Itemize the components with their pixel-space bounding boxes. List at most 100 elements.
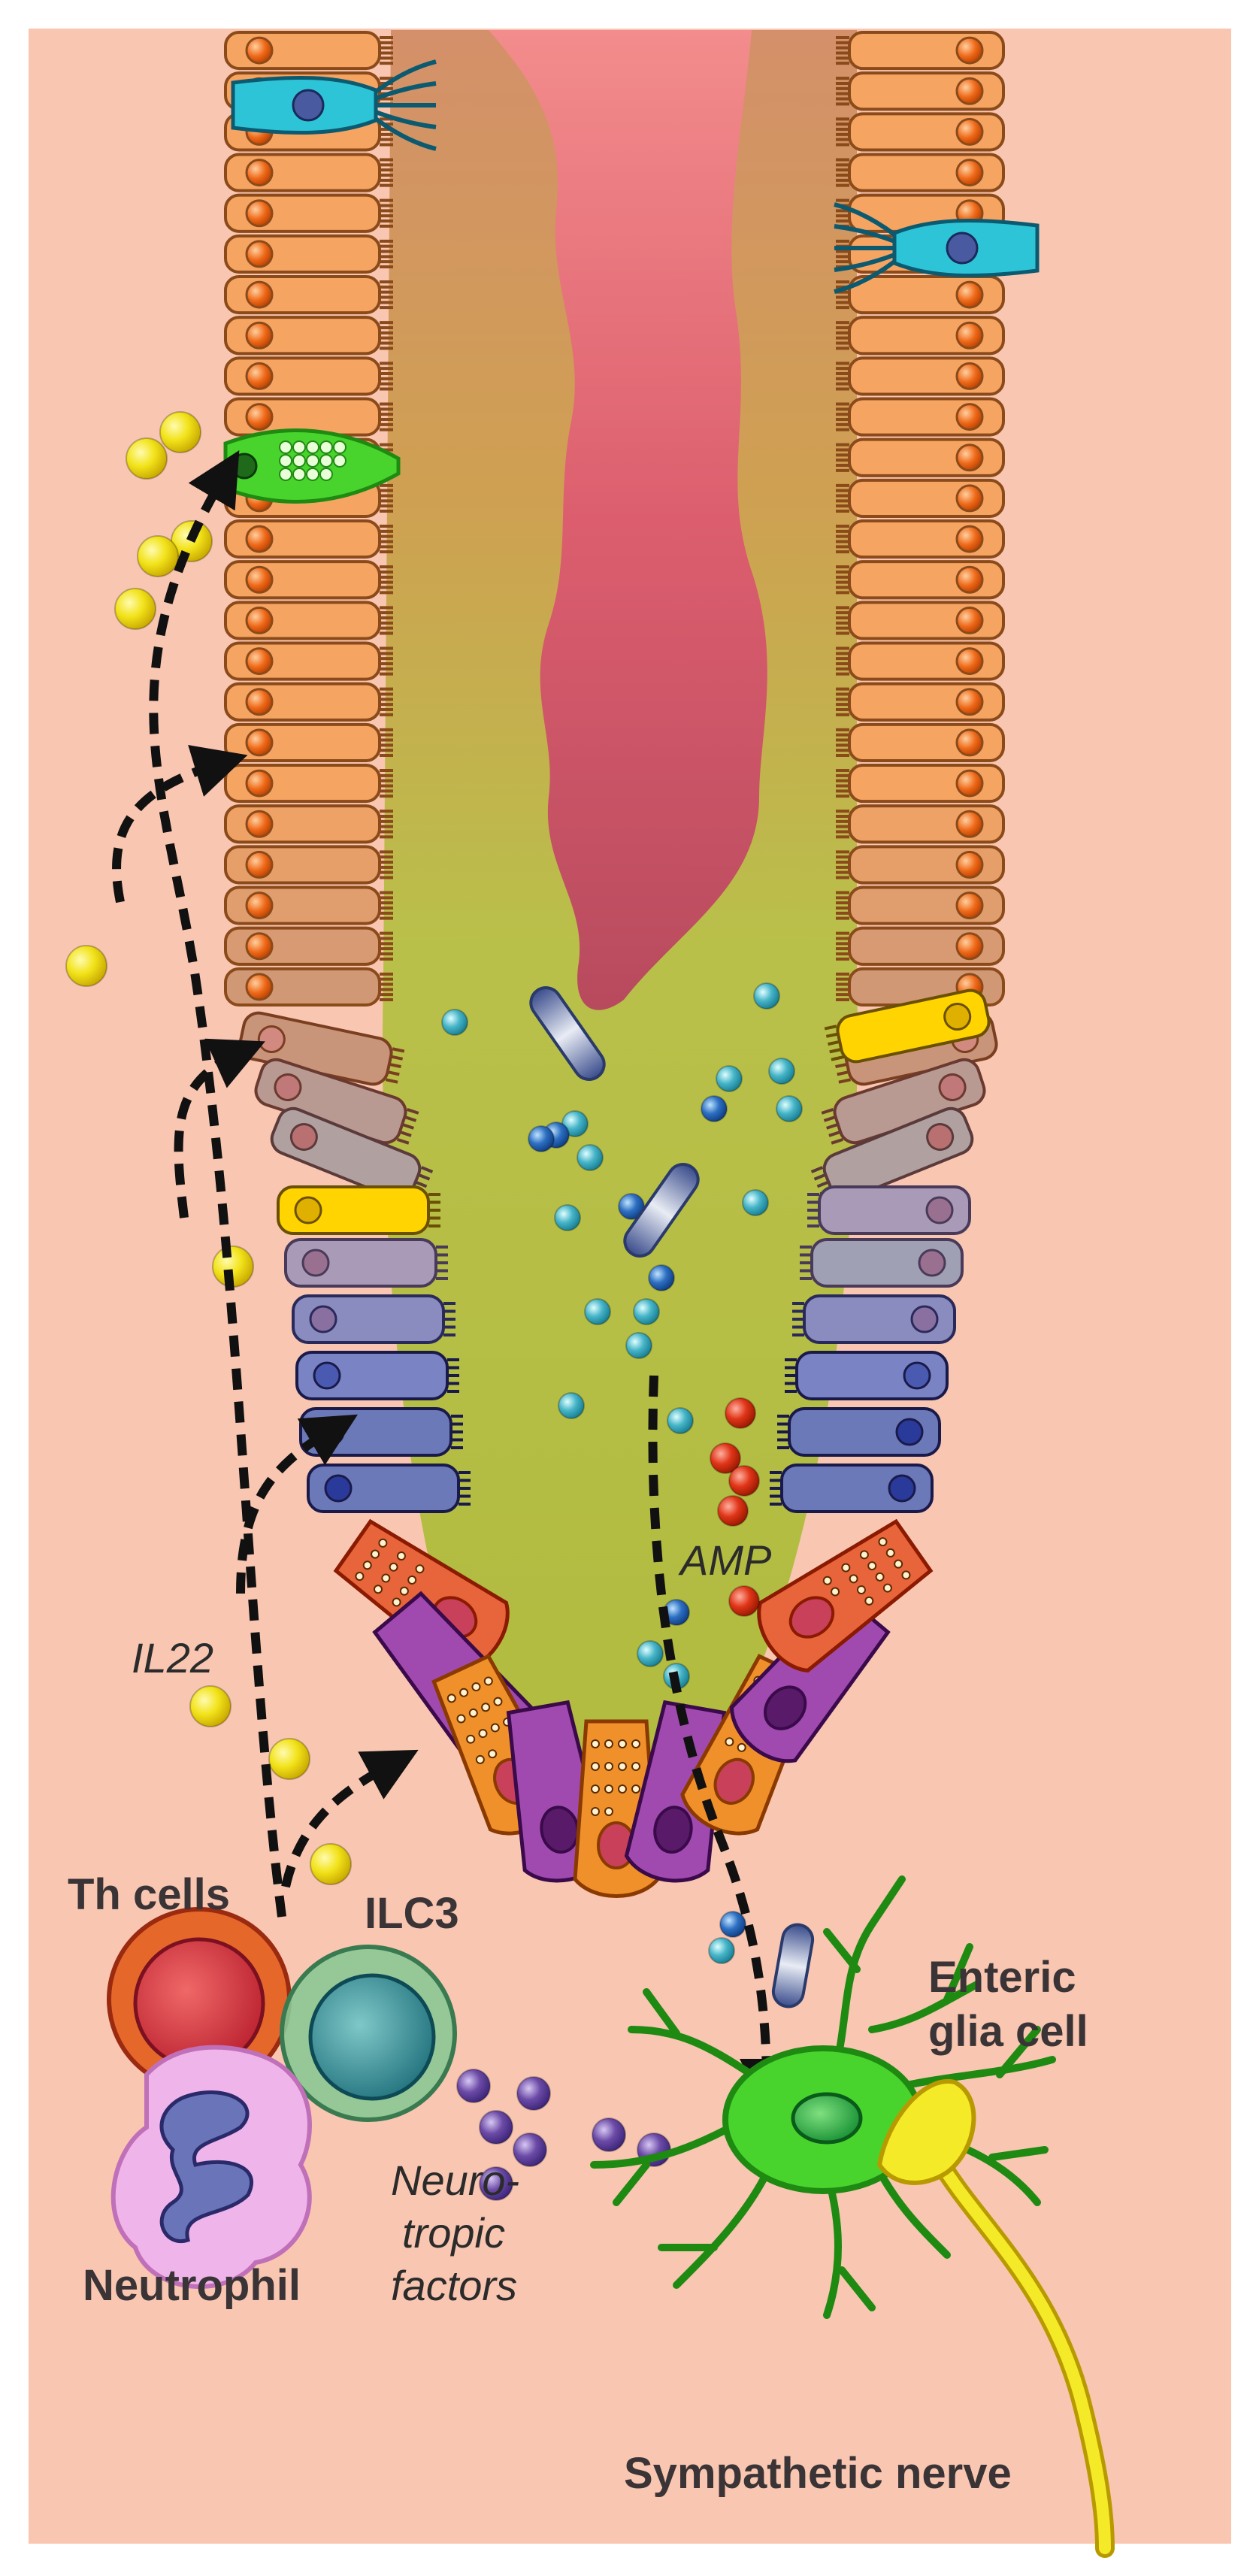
nucleus <box>957 689 982 715</box>
amp-particle <box>729 1466 759 1496</box>
granule <box>293 441 305 453</box>
sympathetic-nerve-label: Sympathetic nerve <box>624 2449 1012 2498</box>
microbe-particle <box>555 1205 580 1230</box>
nucleus <box>247 363 272 389</box>
il22-particle <box>66 946 107 986</box>
amp-particle <box>725 1398 755 1428</box>
enterocyte-icon <box>836 155 1003 191</box>
enterocyte-icon <box>225 155 393 191</box>
glia-nucleus <box>793 2094 861 2142</box>
nucleus <box>957 852 982 877</box>
enterocyte-icon <box>225 888 393 924</box>
nucleus <box>957 607 982 633</box>
stem-cell-icon <box>293 1296 455 1342</box>
nucleus <box>247 974 272 1000</box>
il22-particle <box>160 412 201 453</box>
stem-cell-icon <box>308 1465 471 1512</box>
enterocyte-icon <box>836 684 1003 720</box>
microbe-particle <box>709 1938 734 1963</box>
microbe-particle <box>634 1299 659 1324</box>
enterocyte-icon <box>836 399 1003 435</box>
enterocyte-icon <box>225 969 393 1005</box>
nucleus <box>314 1363 340 1388</box>
neurotropic-particle <box>517 2077 550 2110</box>
stem-cell-icon <box>777 1409 940 1455</box>
granule <box>280 441 292 453</box>
nucleus <box>957 649 982 674</box>
granule <box>592 1740 599 1748</box>
stem-cell-icon <box>301 1409 463 1455</box>
neuro-label-line3: factors <box>391 2262 517 2309</box>
nucleus <box>957 445 982 471</box>
granule <box>605 1808 613 1815</box>
enterocyte-icon <box>836 602 1003 638</box>
enterocyte-icon <box>836 846 1003 882</box>
nucleus <box>912 1306 937 1332</box>
granule <box>320 455 332 467</box>
nucleus <box>957 78 982 104</box>
il22-particle <box>310 1844 351 1884</box>
granule <box>307 441 319 453</box>
enterocyte-icon <box>836 765 1003 801</box>
microbe-particle <box>776 1096 802 1122</box>
granule <box>334 441 346 453</box>
nucleus <box>904 1363 930 1388</box>
enterocyte-icon <box>225 317 393 353</box>
il22-particle <box>190 1686 231 1727</box>
nucleus <box>957 322 982 348</box>
granule <box>334 455 346 467</box>
granule <box>592 1785 599 1793</box>
nucleus <box>247 201 272 226</box>
il22-particle <box>269 1739 310 1779</box>
nucleus <box>957 486 982 511</box>
nucleus <box>293 90 323 120</box>
il22-particle <box>115 589 156 629</box>
enterocyte-icon <box>225 643 393 680</box>
enterocyte-icon <box>836 32 1003 68</box>
stem-cell-icon <box>297 1352 459 1399</box>
nucleus <box>889 1476 915 1501</box>
enterocyte-icon <box>836 562 1003 598</box>
nucleus <box>247 282 272 307</box>
enterocyte-icon <box>225 32 393 68</box>
granule <box>605 1740 613 1748</box>
enterocyte-icon <box>225 928 393 964</box>
nucleus <box>247 852 272 877</box>
granule <box>307 455 319 467</box>
nucleus <box>247 404 272 430</box>
enterocyte-icon <box>225 846 393 882</box>
enterocyte-icon <box>225 521 393 557</box>
enterocyte-icon <box>225 806 393 842</box>
microbe-particle <box>442 1010 468 1035</box>
nucleus <box>957 282 982 307</box>
neurotropic-particle <box>457 2069 490 2102</box>
nucleus <box>295 1197 321 1223</box>
microbe-particle <box>637 1641 663 1666</box>
neurotropic-particle <box>592 2118 625 2151</box>
nucleus <box>247 689 272 715</box>
granule <box>320 468 332 480</box>
enterocyte-icon <box>836 317 1003 353</box>
nucleus <box>957 38 982 63</box>
nucleus <box>957 119 982 144</box>
nucleus <box>957 160 982 186</box>
microbe-particle <box>716 1066 742 1091</box>
nucleus <box>957 893 982 919</box>
stem-cell-icon <box>770 1465 932 1512</box>
microbe-particle <box>701 1096 727 1122</box>
microbe-particle <box>528 1126 554 1152</box>
enterocyte-icon <box>836 521 1003 557</box>
amp-label: AMP <box>678 1536 771 1584</box>
il22-particle <box>138 536 178 577</box>
nucleus <box>957 770 982 796</box>
nucleus <box>247 38 272 63</box>
nucleus <box>247 322 272 348</box>
granule <box>592 1808 599 1815</box>
nucleus <box>247 567 272 592</box>
granule <box>632 1740 640 1748</box>
neuro-label-line2: tropic <box>402 2209 505 2257</box>
enterocyte-icon <box>225 562 393 598</box>
microbe-particle <box>585 1299 610 1324</box>
enterocyte-icon <box>836 725 1003 761</box>
nucleus <box>310 1306 336 1332</box>
